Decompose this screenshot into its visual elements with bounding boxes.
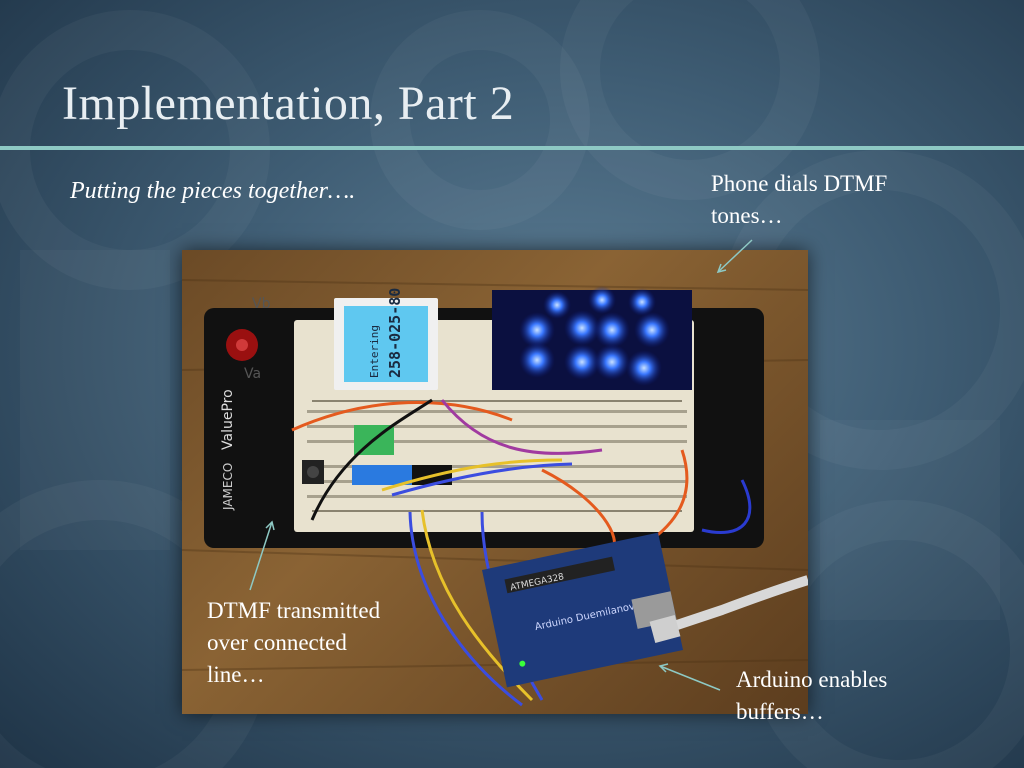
callout-dtmf: DTMF transmitted over connected line… [207, 595, 380, 691]
callout-arduino-line-2: buffers… [736, 699, 824, 724]
callout-arduino-line-1: Arduino enables [736, 667, 888, 692]
post-label-a: Va [244, 366, 261, 382]
callout-dtmf-line-2: over connected [207, 630, 347, 655]
title-divider [0, 146, 1024, 150]
callout-phone-line-2: tones… [711, 203, 783, 228]
slide-title: Implementation, Part 2 [62, 77, 515, 130]
callout-phone: Phone dials DTMF tones… [711, 168, 887, 232]
breadboard-photo: Va Vb JAMECO ValuePro Entering 258-025-8… [182, 250, 808, 714]
slide-subtitle: Putting the pieces together…. [70, 178, 356, 204]
lcd-line-1: Entering [368, 325, 381, 378]
brand-label: JAMECO [221, 463, 235, 511]
callout-dtmf-line-3: line… [207, 662, 265, 687]
callout-phone-line-1: Phone dials DTMF [711, 171, 888, 196]
breadboard-photo-illustration: Va Vb JAMECO ValuePro Entering 258-025-8… [182, 279, 808, 707]
post-label-b: Vb [252, 296, 271, 312]
board-label: ValuePro [220, 389, 236, 450]
callout-dtmf-line-1: DTMF transmitted [207, 598, 381, 623]
keypad-leds [519, 286, 670, 386]
lcd-line-2: 258-025-80 [386, 288, 404, 378]
lcd-screen [344, 306, 428, 382]
callout-arduino: Arduino enables buffers… [736, 664, 887, 728]
